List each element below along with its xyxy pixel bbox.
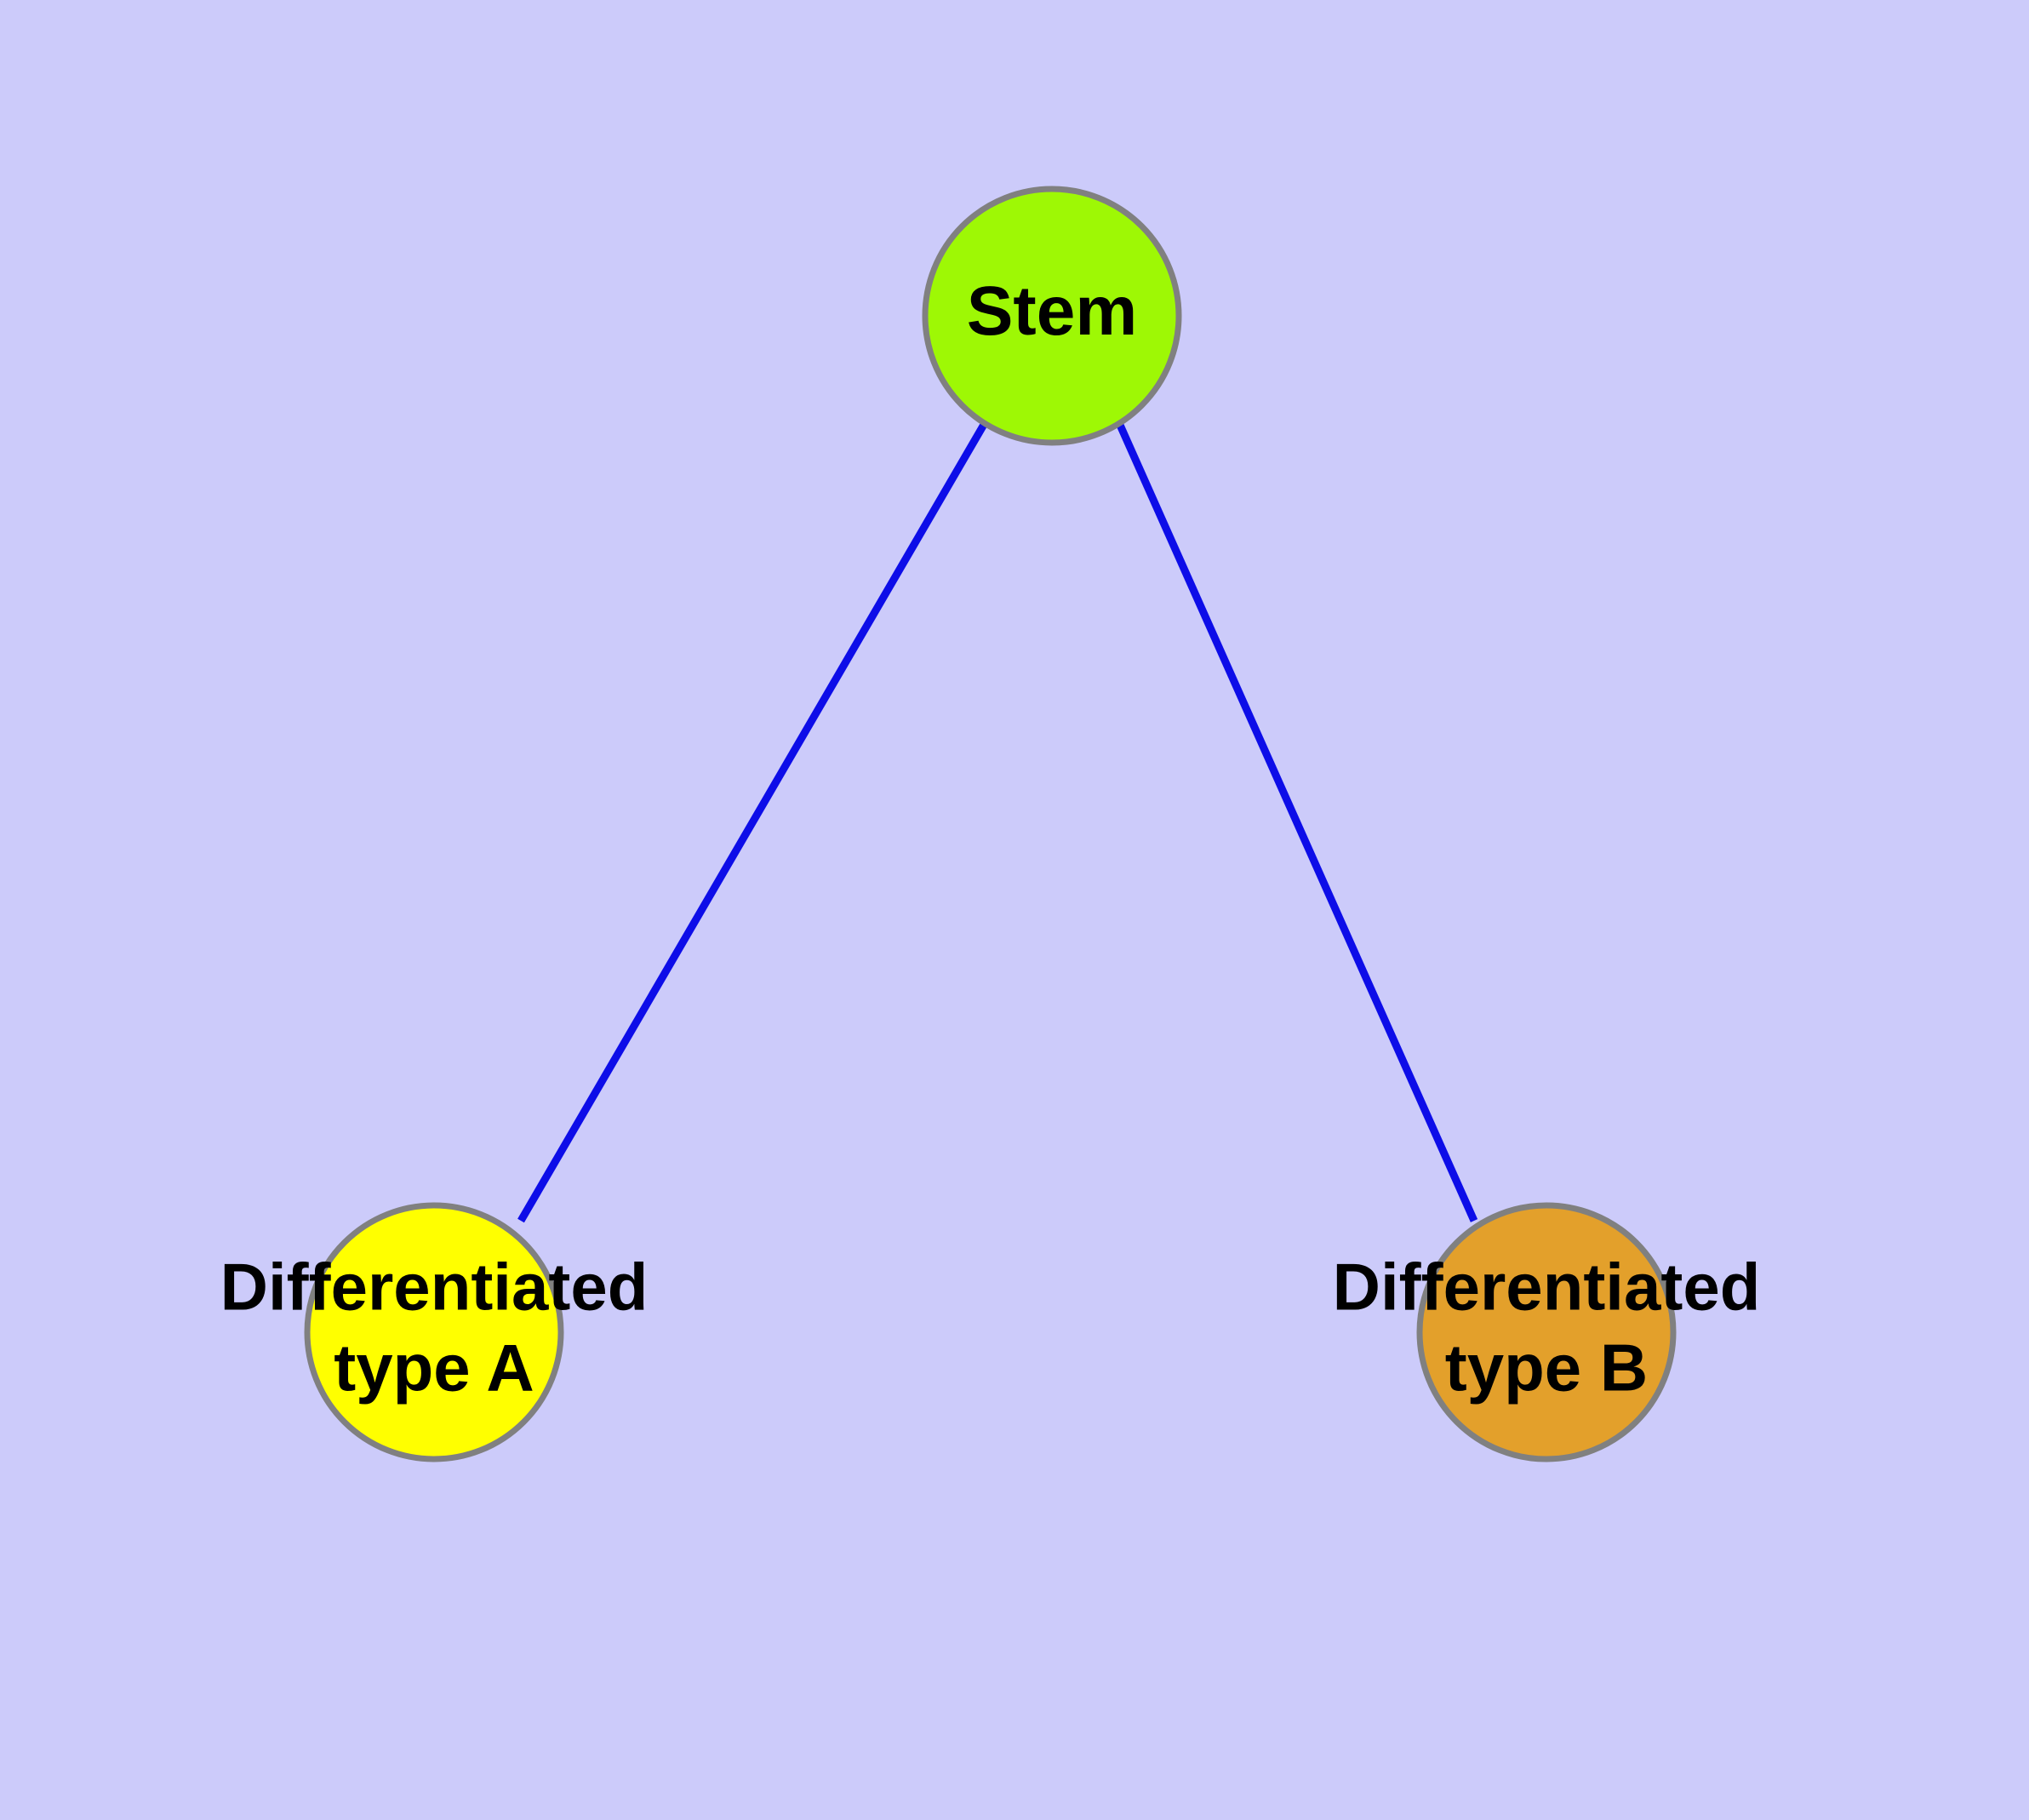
- node-circle-diff_a[interactable]: [304, 1202, 564, 1462]
- node-label-line: type B: [1445, 1330, 1648, 1405]
- node-label-line: Stem: [967, 272, 1138, 350]
- edges-layer: [517, 421, 1478, 1223]
- edge-stem-diff-b[interactable]: [1115, 421, 1478, 1222]
- node-circle-diff_b[interactable]: [1416, 1202, 1677, 1462]
- node-label-line: Differentiated: [220, 1249, 649, 1324]
- edge-stem-diff-a[interactable]: [517, 421, 988, 1223]
- node-label-line: type A: [334, 1330, 534, 1405]
- node-circle-stem[interactable]: [922, 186, 1182, 446]
- node-label-line: Differentiated: [1333, 1249, 1761, 1324]
- node-label-stem: Stem: [967, 272, 1138, 350]
- node-stem[interactable]: Stem: [922, 186, 1182, 446]
